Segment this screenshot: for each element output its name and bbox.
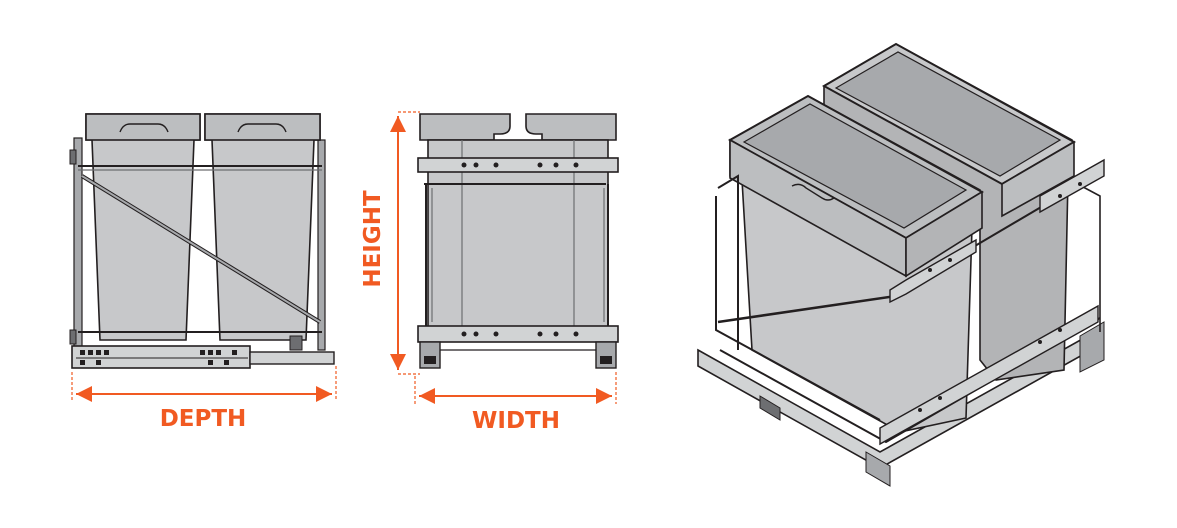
front-view: HEIGHT WIDTH bbox=[360, 111, 619, 434]
front-bin-body bbox=[427, 139, 609, 341]
width-label: WIDTH bbox=[472, 408, 560, 434]
height-label: HEIGHT bbox=[360, 190, 386, 288]
depth-label: DEPTH bbox=[160, 406, 247, 432]
side-view: DEPTH bbox=[69, 113, 337, 432]
right-bin bbox=[204, 113, 321, 341]
isometric-view bbox=[697, 42, 1105, 487]
left-bin bbox=[85, 113, 201, 341]
